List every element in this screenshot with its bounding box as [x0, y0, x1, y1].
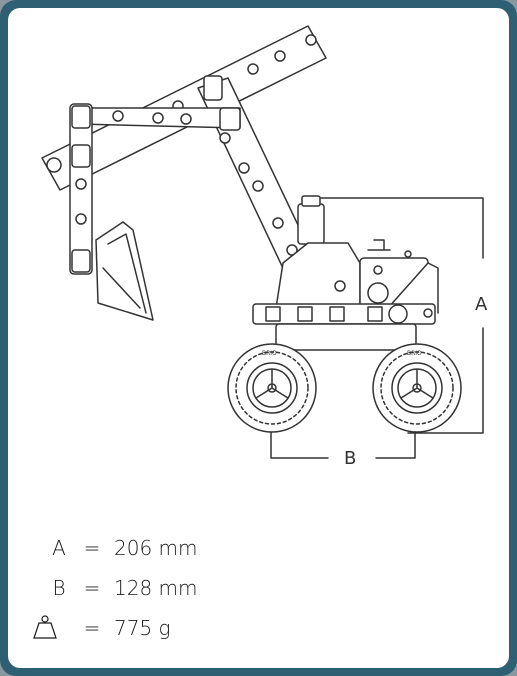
bucket [95, 221, 154, 321]
dimension-a: A [313, 197, 488, 434]
dimension-b-label: B [344, 448, 356, 469]
spec-row-weight: = 775 g [8, 608, 268, 648]
dimension-a-label: A [475, 294, 488, 315]
spec-symbol: A [52, 536, 66, 560]
spec-value: 128 mm [114, 576, 198, 600]
spec-equals: = [83, 536, 101, 560]
wheel-brand-label-left: BRIO [262, 350, 277, 357]
wheel-brand-label-right: BRIO [407, 350, 422, 357]
spec-equals: = [83, 576, 101, 600]
spec-value: 206 mm [114, 536, 198, 560]
spec-row-b: B = 128 mm [8, 568, 268, 608]
dipper-arm [69, 103, 93, 275]
spec-value: 775 g [114, 616, 171, 640]
card-panel: A B [8, 8, 509, 668]
stick-arm [77, 107, 241, 131]
dimension-b: B [270, 427, 416, 469]
wheel-right: BRIO [372, 343, 462, 433]
excavator-drawing: A B [41, 25, 488, 469]
spec-equals: = [83, 616, 101, 640]
chassis-beam [252, 303, 436, 351]
wheel-left: BRIO [227, 343, 317, 433]
spec-row-a: A = 206 mm [8, 528, 268, 568]
cab-tower [275, 195, 439, 314]
weight-icon [30, 614, 60, 645]
spec-symbol: B [52, 576, 66, 600]
